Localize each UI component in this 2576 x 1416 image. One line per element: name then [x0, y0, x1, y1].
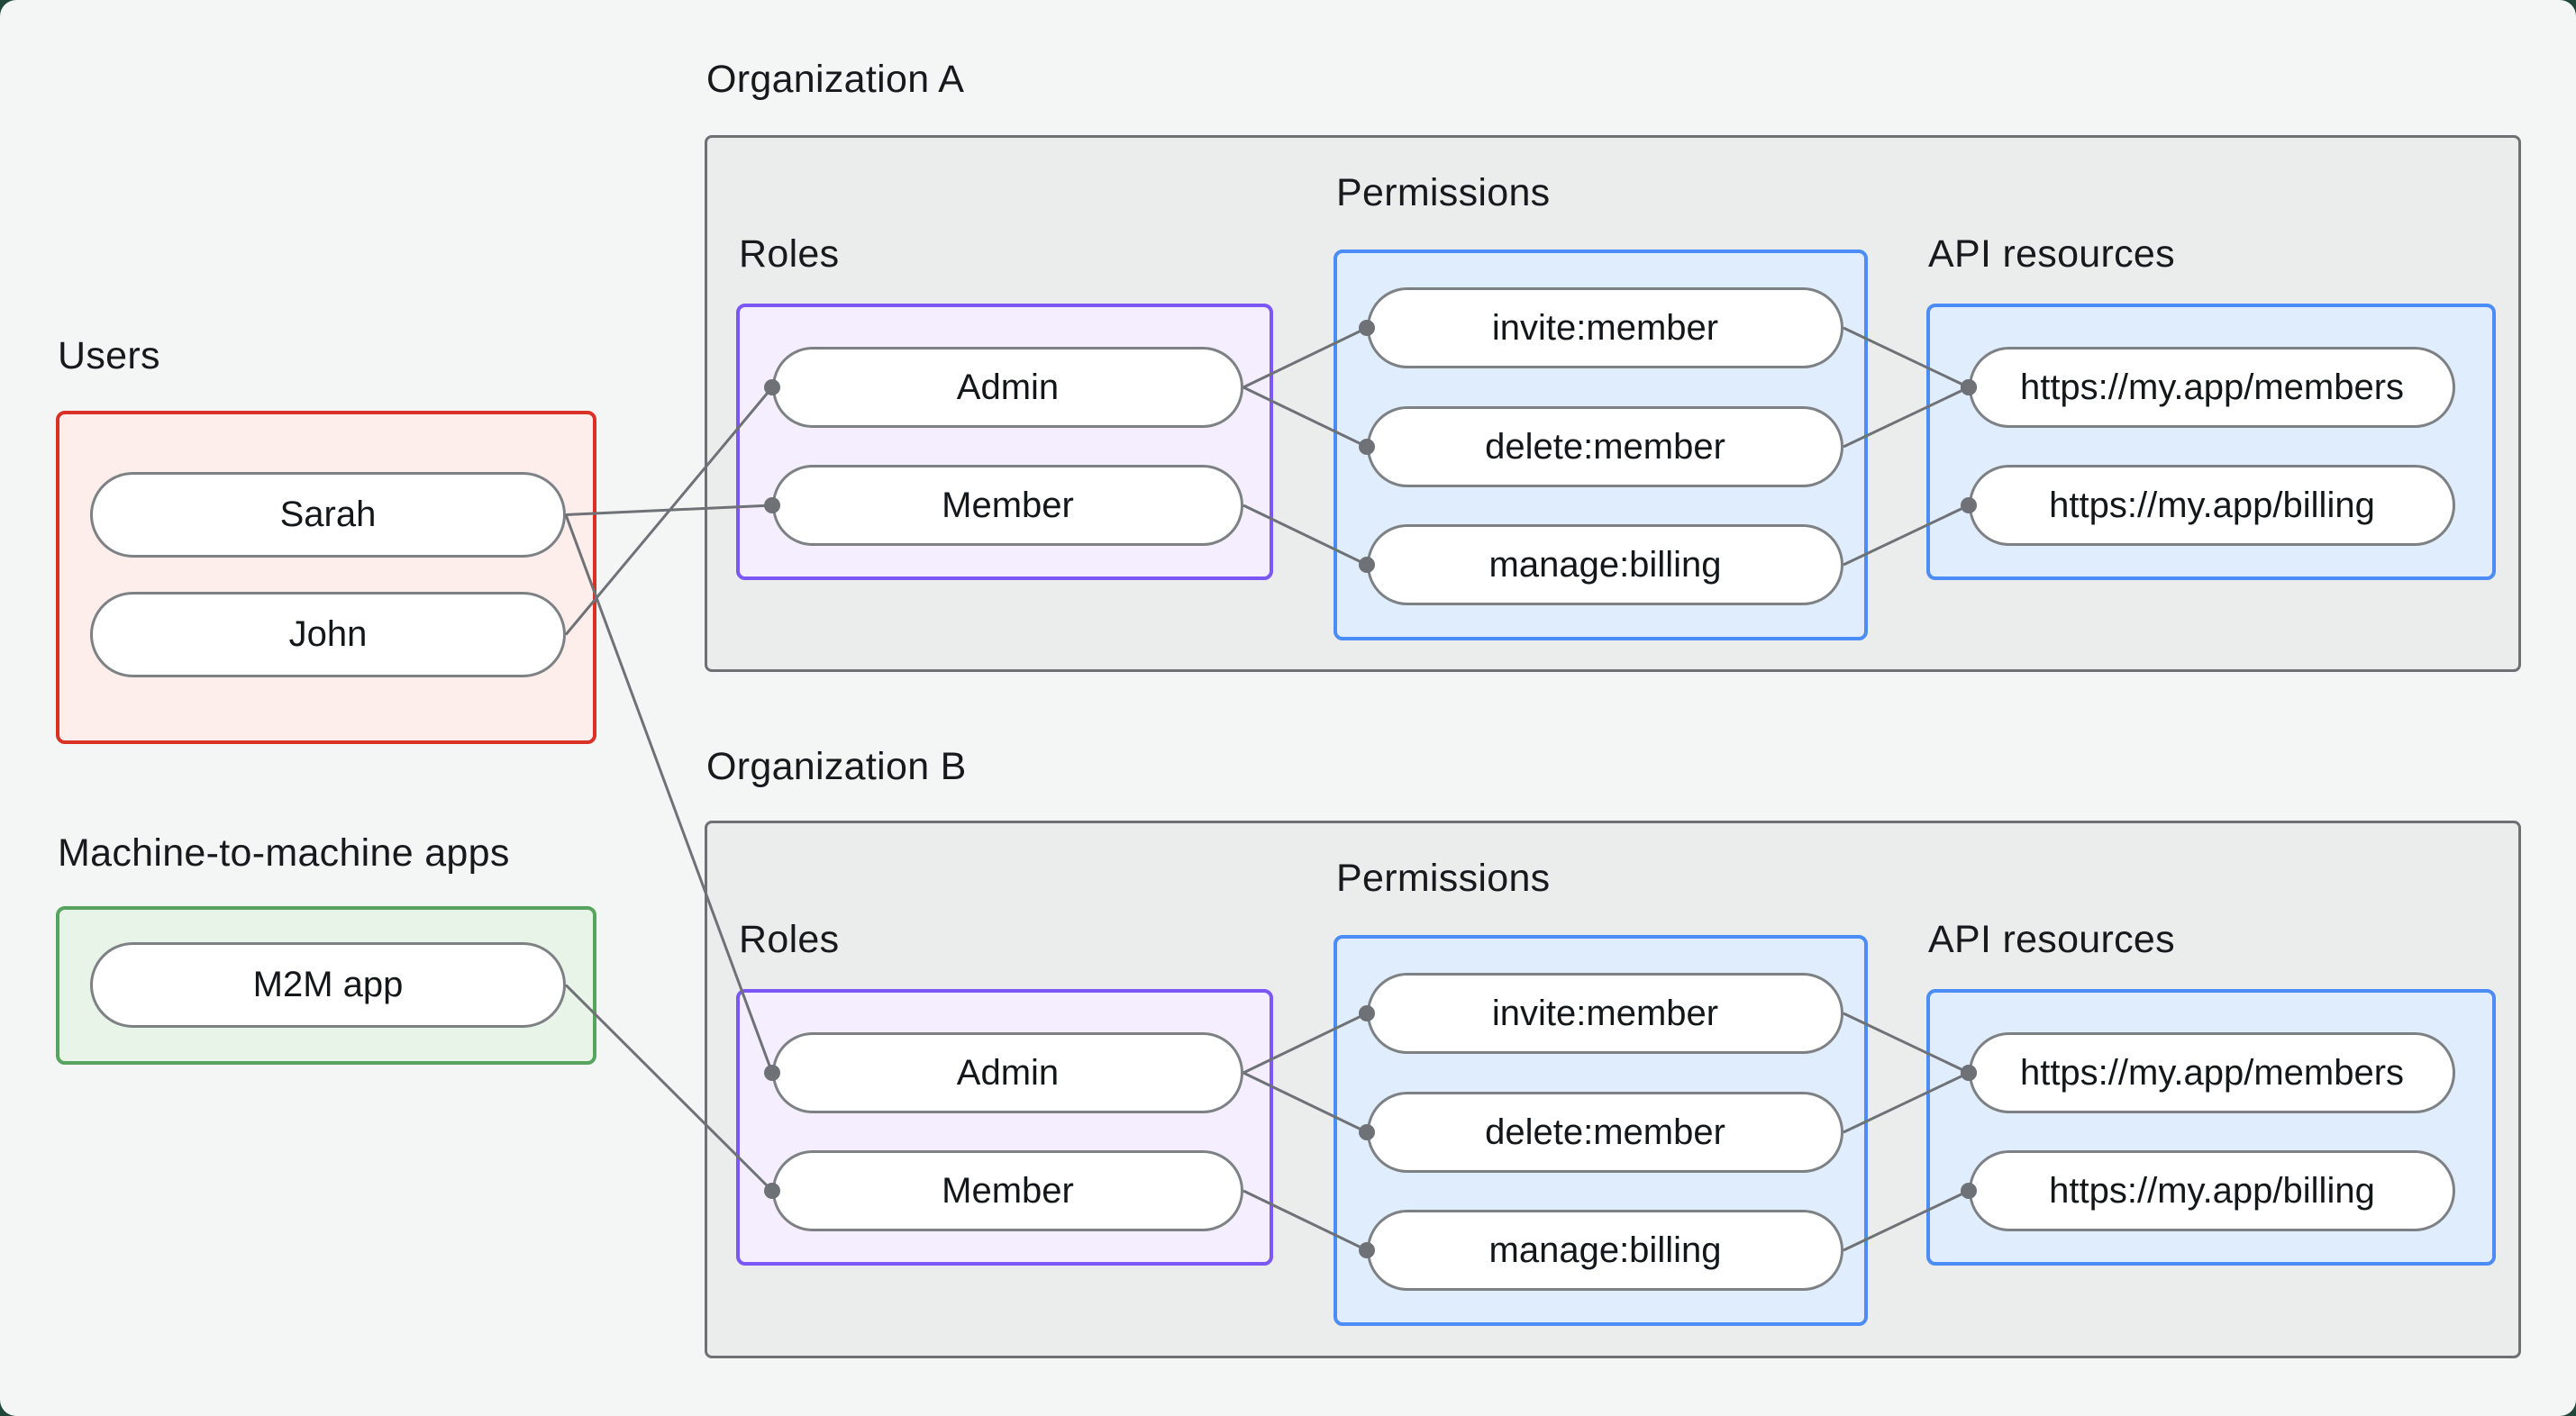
org-b-permissions-label: Permissions	[1336, 857, 1551, 900]
node-user-john: John	[90, 592, 566, 677]
org-a-permissions-label: Permissions	[1336, 171, 1551, 214]
node-org-a-perm-delete-member: delete:member	[1367, 406, 1843, 487]
node-org-b-perm-delete-member: delete:member	[1367, 1092, 1843, 1173]
node-org-b-api-members: https://my.app/members	[1969, 1032, 2455, 1113]
org-b-api-resources-label: API resources	[1928, 918, 2175, 961]
node-org-a-role-admin: Admin	[772, 347, 1243, 428]
node-org-b-perm-manage-billing: manage:billing	[1367, 1210, 1843, 1291]
m2m-section-label: Machine-to-machine apps	[58, 831, 510, 875]
node-org-b-api-billing: https://my.app/billing	[1969, 1150, 2455, 1231]
node-org-a-perm-invite-member: invite:member	[1367, 287, 1843, 368]
org-a-title: Organization A	[706, 58, 965, 101]
node-org-a-api-billing: https://my.app/billing	[1969, 465, 2455, 546]
node-org-a-api-members: https://my.app/members	[1969, 347, 2455, 428]
node-org-a-role-member: Member	[772, 465, 1243, 546]
node-org-b-role-member: Member	[772, 1150, 1243, 1231]
org-a-api-resources-label: API resources	[1928, 232, 2175, 276]
node-org-b-perm-invite-member: invite:member	[1367, 973, 1843, 1054]
node-user-sarah: Sarah	[90, 472, 566, 558]
org-b-title: Organization B	[706, 745, 967, 788]
node-m2m-app: M2M app	[90, 942, 566, 1028]
users-section-label: Users	[58, 334, 160, 377]
users-group-box	[56, 411, 596, 744]
node-org-a-perm-manage-billing: manage:billing	[1367, 524, 1843, 605]
org-b-roles-label: Roles	[739, 918, 840, 961]
node-org-b-role-admin: Admin	[772, 1032, 1243, 1113]
org-a-roles-label: Roles	[739, 232, 840, 276]
